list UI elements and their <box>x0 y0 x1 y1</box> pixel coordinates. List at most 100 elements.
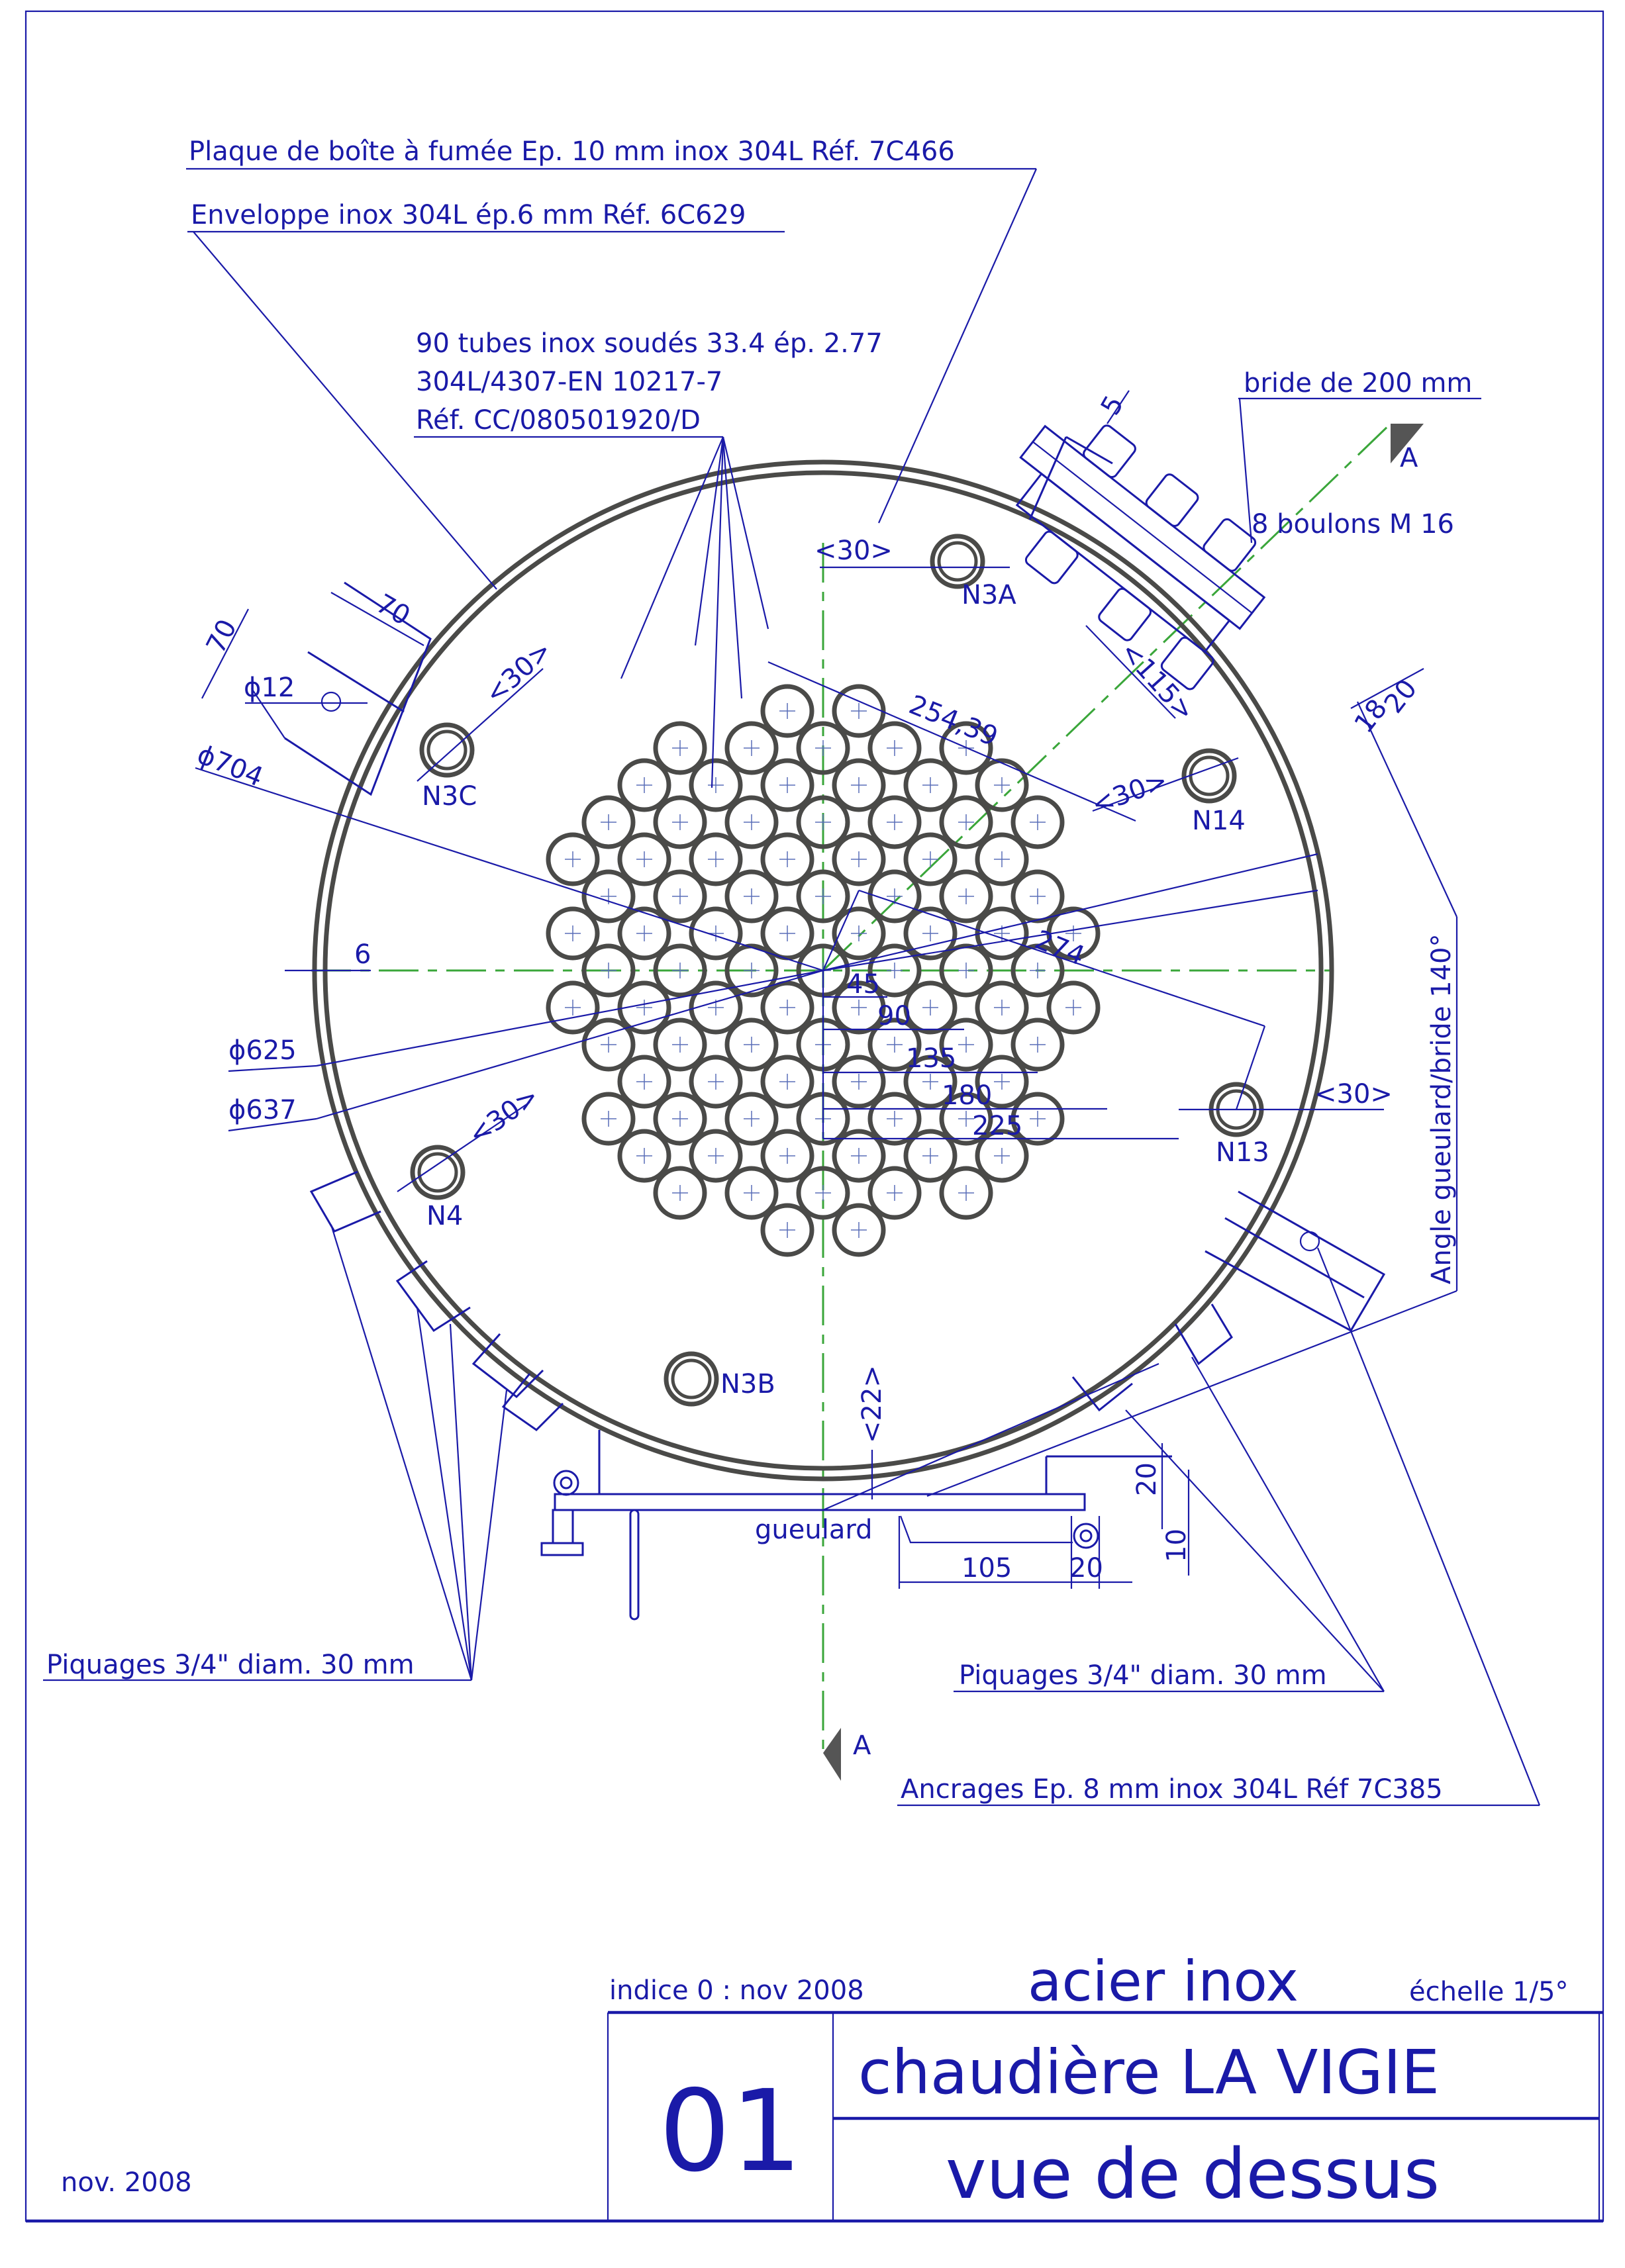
tube-center-mark <box>779 1000 795 1016</box>
tube-center-mark <box>672 740 688 756</box>
tube-center-mark <box>744 1111 760 1127</box>
tube-center-mark <box>851 925 867 941</box>
tube <box>653 1092 707 1146</box>
tube-center-mark <box>601 963 616 978</box>
tube-center-mark <box>636 851 652 867</box>
piquages-left <box>309 1170 564 1431</box>
tube-center-mark <box>851 1000 867 1016</box>
tube-center-mark <box>708 1074 724 1090</box>
tube-center-mark <box>672 1185 688 1201</box>
tube <box>867 1166 922 1220</box>
dim-d704: ϕ704 <box>193 739 267 793</box>
svg-text:90: 90 <box>877 1001 911 1031</box>
tube-center-mark <box>1030 1111 1046 1127</box>
tube-center-mark <box>994 1148 1010 1164</box>
tube <box>653 943 707 998</box>
tube-center-mark <box>601 814 616 830</box>
tube-center-mark <box>887 740 903 756</box>
tube <box>903 1055 958 1109</box>
tube <box>617 906 671 961</box>
tube <box>903 1129 958 1183</box>
tube-center-mark <box>1065 925 1081 941</box>
tube-center-mark <box>994 777 1010 793</box>
tube <box>724 795 779 849</box>
svg-text:Réf. CC/080501920/D: Réf. CC/080501920/D <box>416 405 701 436</box>
tube-center-mark <box>922 851 938 867</box>
dim-g105: 105 <box>961 1553 1012 1583</box>
tube-center-mark <box>779 1148 795 1164</box>
dim-n4-30: <30> <box>463 1081 544 1151</box>
dim-v22: <22> <box>857 1365 887 1443</box>
tube <box>832 906 886 961</box>
tube-center-mark <box>565 925 581 941</box>
label-bride: bride de 200 mm <box>1238 368 1481 543</box>
tube-center-mark <box>815 814 831 830</box>
tube <box>832 1203 886 1257</box>
tube <box>653 1166 707 1220</box>
tube <box>653 869 707 923</box>
tube <box>796 795 850 849</box>
tube-center-mark <box>779 777 795 793</box>
tube <box>832 1055 886 1109</box>
tube <box>939 1017 993 1072</box>
tube <box>760 906 814 961</box>
pitch-dimensions: 45 90 135 180 225 <box>822 969 1179 1141</box>
tube <box>724 869 779 923</box>
dim-g10: 10 <box>1161 1529 1192 1562</box>
tube <box>617 1129 671 1183</box>
nozzle-label: N13 <box>1216 1137 1269 1168</box>
tube-center-mark <box>636 1074 652 1090</box>
tube-center-mark <box>851 1148 867 1164</box>
piquages-right <box>1071 1190 1386 1412</box>
drawing-title: chaudière LA VIGIE <box>858 2037 1440 2108</box>
tube <box>975 1129 1029 1183</box>
svg-text:90 tubes inox soudés 33.4 ép.: 90 tubes inox soudés 33.4 ép. 2.77 <box>416 328 883 359</box>
dim-70a: 70 <box>201 614 243 658</box>
tube <box>689 1055 743 1109</box>
indice-text: indice 0 : nov 2008 <box>609 1975 864 2006</box>
tube-center-mark <box>922 925 938 941</box>
svg-text:304L/4307-EN 10217-7: 304L/4307-EN 10217-7 <box>416 367 722 397</box>
tube-center-mark <box>779 925 795 941</box>
tube-center-mark <box>994 1000 1010 1016</box>
tube-center-mark <box>994 851 1010 867</box>
tube <box>796 721 850 775</box>
material-text: acier inox <box>1028 1949 1299 2014</box>
svg-text:Piquages 3/4" diam. 30 mm: Piquages 3/4" diam. 30 mm <box>46 1650 415 1680</box>
date-text: nov. 2008 <box>61 2167 192 2198</box>
nozzle-label: N14 <box>1192 806 1246 836</box>
tube <box>867 869 922 923</box>
svg-text:Plaque de boîte à fumée Ep. 10: Plaque de boîte à fumée Ep. 10 mm inox 3… <box>189 136 955 167</box>
tube <box>939 1092 993 1146</box>
tube <box>903 758 958 812</box>
tube-center-mark <box>779 851 795 867</box>
tube <box>1010 943 1065 998</box>
nozzle-N3A: N3A <box>930 534 1016 610</box>
tube-center-mark <box>672 888 688 904</box>
tube <box>760 1129 814 1183</box>
tube-center-mark <box>565 851 581 867</box>
tube-center-mark <box>815 888 831 904</box>
tube <box>581 1017 636 1072</box>
label-piquages-left: Piquages 3/4" diam. 30 mm <box>43 1224 508 1681</box>
drawing-subtitle: vue de dessus <box>946 2134 1440 2214</box>
flange-assembly <box>1015 424 1266 690</box>
tube-center-mark <box>601 1111 616 1127</box>
tube <box>867 721 922 775</box>
tube-center-mark <box>815 740 831 756</box>
tube <box>903 980 958 1035</box>
tube-center-mark <box>744 1185 760 1201</box>
tube-center-mark <box>958 888 974 904</box>
tube-center-mark <box>636 1000 652 1016</box>
section-label-top: A <box>1400 443 1418 473</box>
tube-center-mark <box>1030 963 1046 978</box>
tube-center-mark <box>744 1037 760 1053</box>
tube <box>689 758 743 812</box>
tube-center-mark <box>815 1185 831 1201</box>
tube-center-mark <box>922 1074 938 1090</box>
dim-n3a-30: <30> <box>814 536 893 566</box>
tube-center-mark <box>1030 888 1046 904</box>
tube-center-mark <box>851 1222 867 1238</box>
tube <box>617 758 671 812</box>
